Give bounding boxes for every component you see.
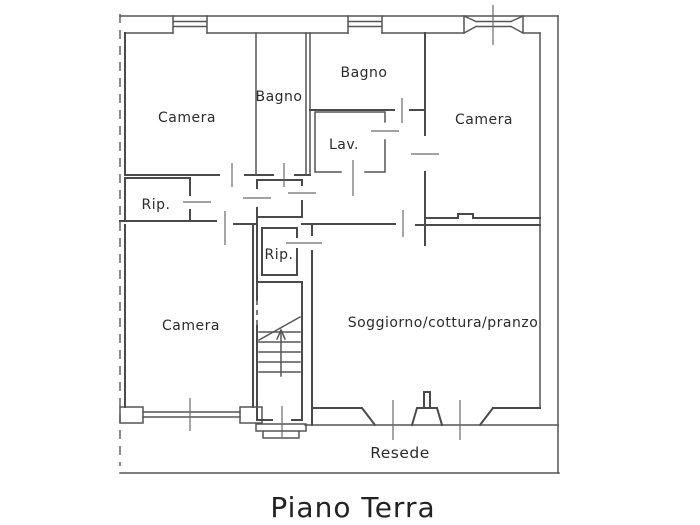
- room-label-lav: Lav.: [329, 137, 359, 153]
- outdoor-label-resede: Resede: [370, 444, 430, 462]
- room-label-camera-tl: Camera: [158, 110, 216, 126]
- stairs: [257, 315, 302, 377]
- opening-ticks: [183, 5, 494, 440]
- property-boundary: [119, 14, 560, 474]
- room-label-soggiorno: Soggiorno/cottura/pranzo: [348, 315, 539, 331]
- exterior-walls: [119, 15, 559, 474]
- stairs-up-arrow-icon: [276, 328, 286, 377]
- room-label-rip-1: Rip.: [142, 197, 171, 213]
- gate-pier: [410, 391, 444, 427]
- room-label-camera-bl: Camera: [162, 318, 220, 334]
- room-label-rip-2: Rip.: [265, 247, 294, 263]
- entrance-steps: [255, 423, 307, 439]
- interior-walls: [119, 32, 541, 421]
- page-title: Piano Terra: [270, 491, 435, 524]
- window-icon: [347, 15, 383, 34]
- room-labels: Camera Bagno Bagno Lav. Camera Rip. Rip.…: [142, 65, 539, 462]
- room-label-bagno-1: Bagno: [255, 89, 302, 105]
- room-label-camera-tr: Camera: [455, 112, 513, 128]
- window-icon: [172, 15, 208, 34]
- bottom-walls: [119, 391, 559, 439]
- room-label-bagno-2: Bagno: [340, 65, 387, 81]
